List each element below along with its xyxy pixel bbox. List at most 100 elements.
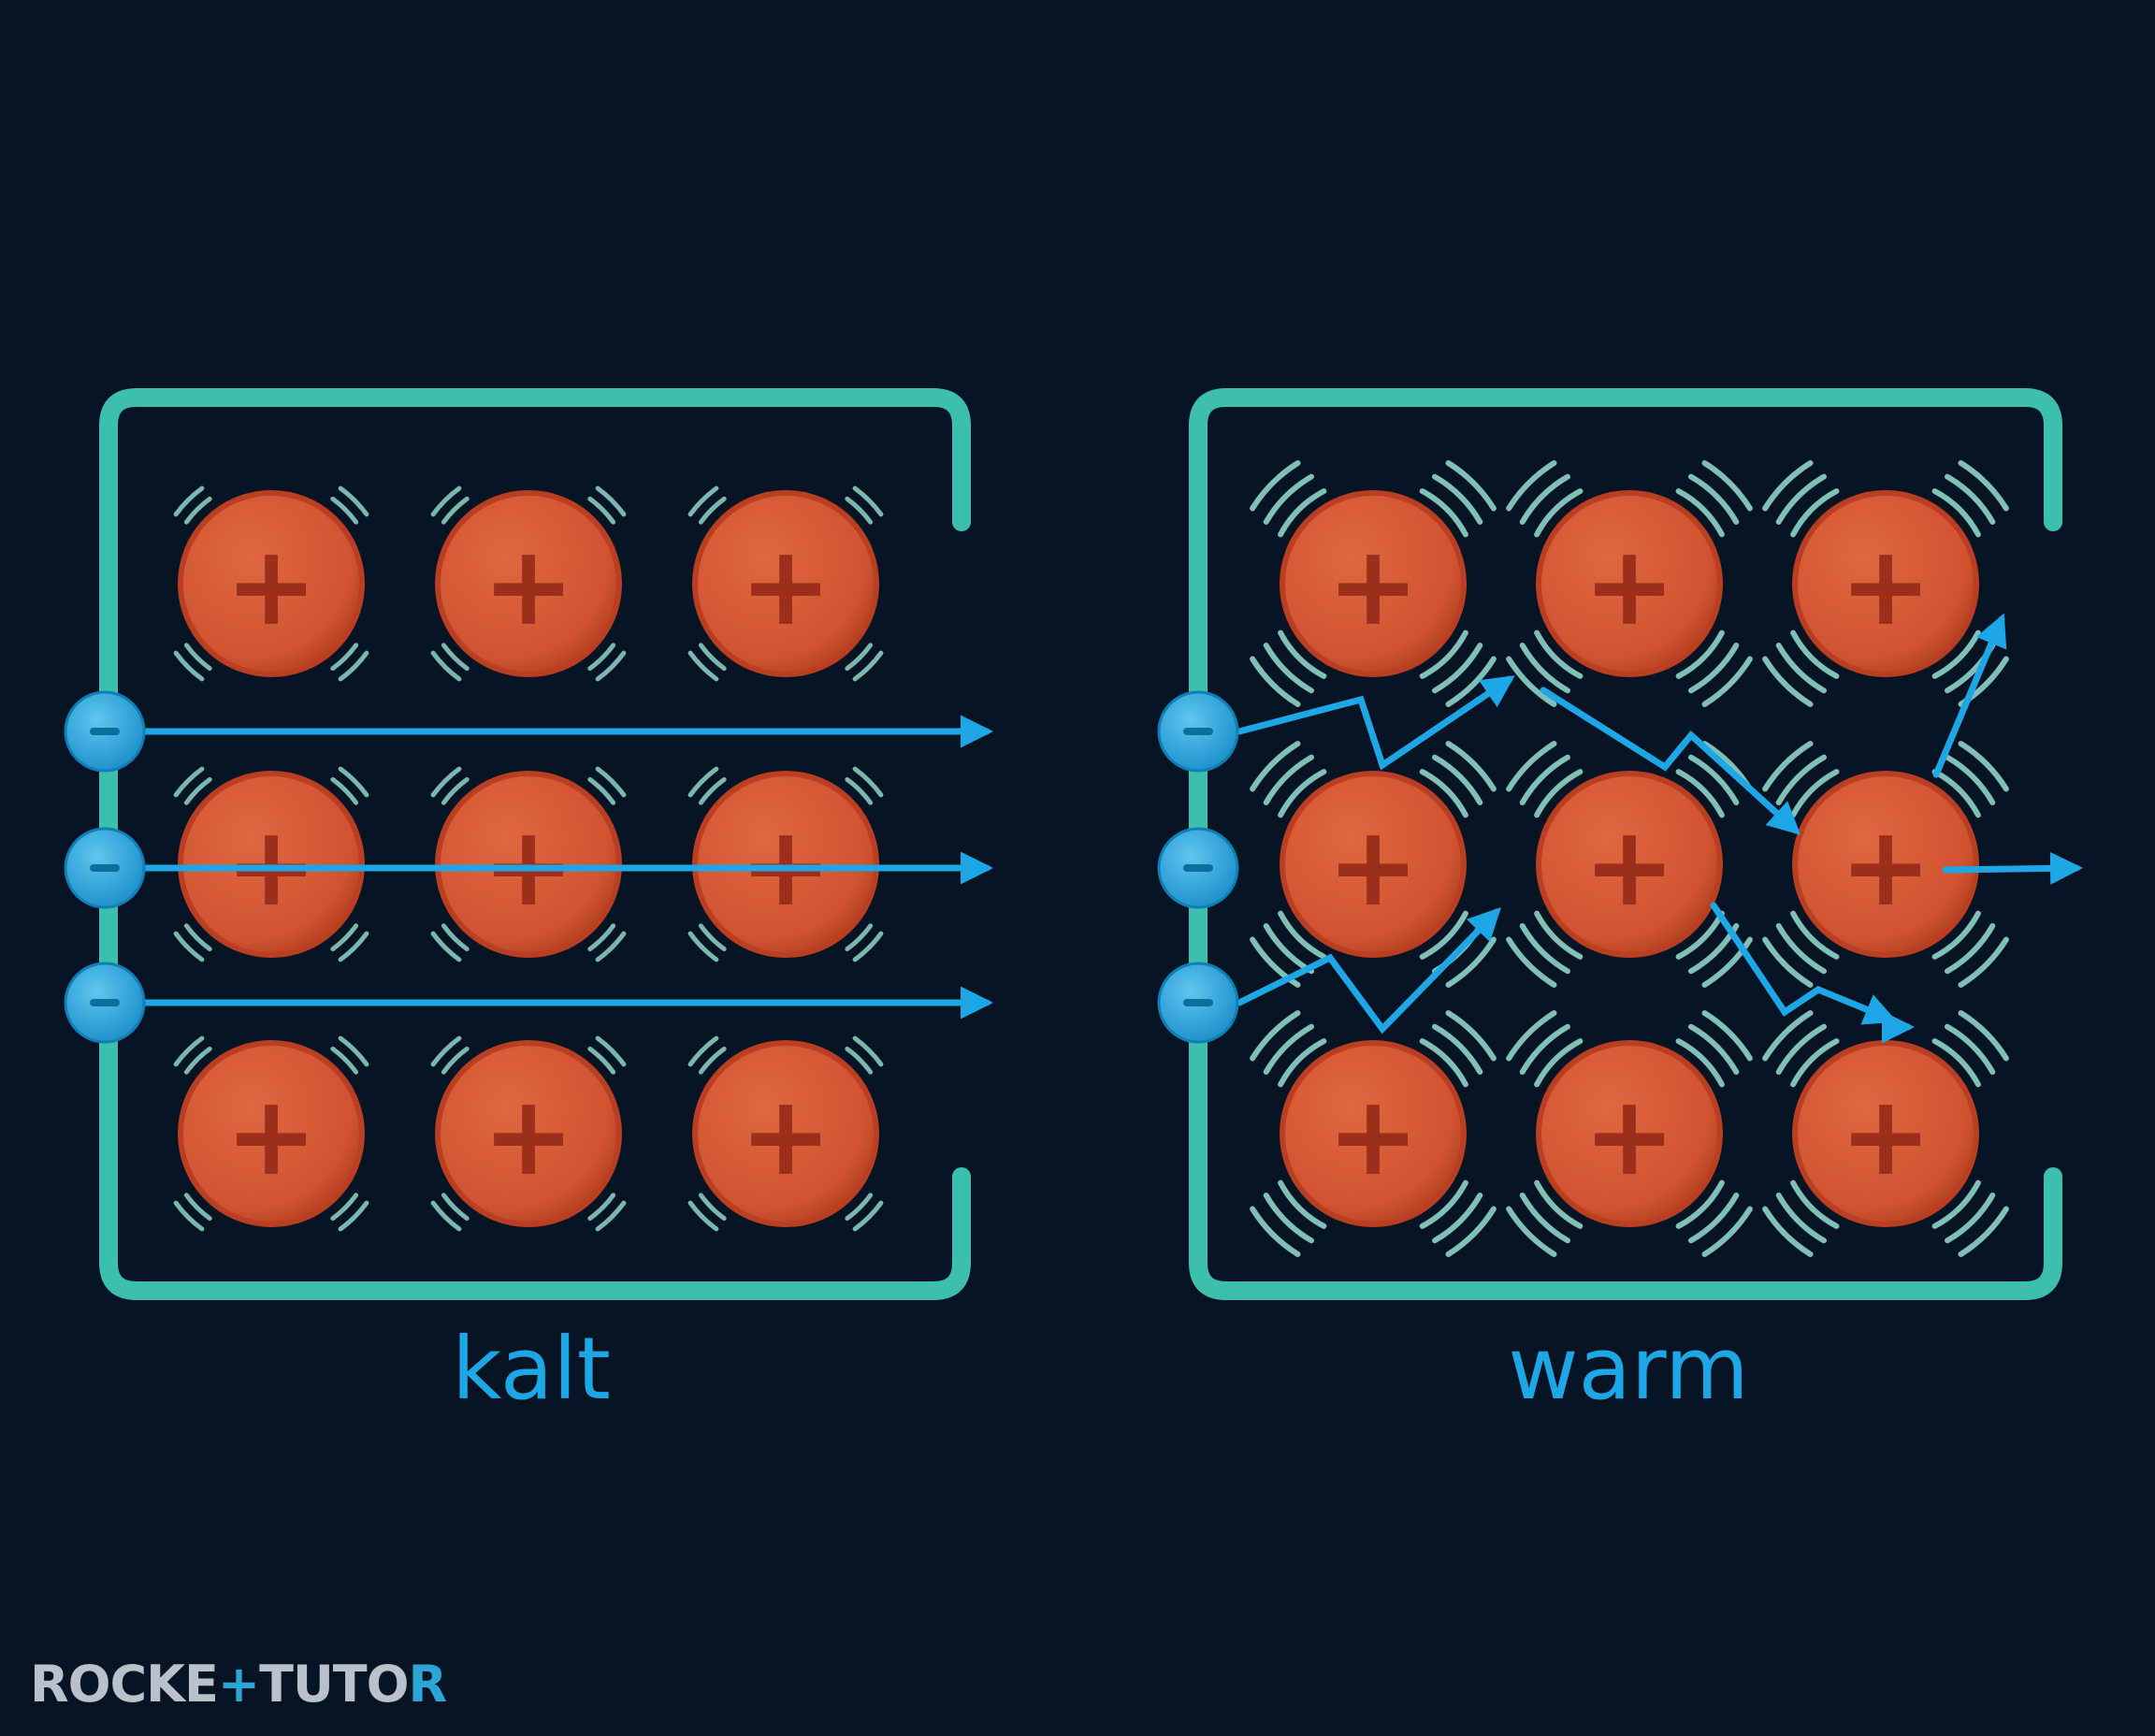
vibration-arc [1278,910,1327,960]
vibration-arc [1931,629,1981,679]
vibration-arc [430,1200,462,1232]
ion-cold-0-2: + [692,490,879,677]
vibration-arc [1419,1038,1468,1088]
vibration-arc [330,776,359,805]
vibration-arc [1263,754,1314,805]
vibration-arc [1958,936,2009,988]
vibration-warm-2-0 [1250,1010,1497,1257]
vibration-arc [1419,910,1468,960]
vibration-arc [183,1046,212,1075]
vibration-arc [330,1046,359,1075]
electron-cold-1 [64,827,146,909]
vibration-warm-0-2 [1762,460,2009,707]
electron-warm-2 [1157,962,1239,1044]
vibration-arc [698,643,727,672]
vibration-arc [1506,1010,1557,1062]
vibration-arc [1534,629,1584,679]
vibration-arc [1419,629,1468,679]
vibration-arc [1775,473,1827,525]
vibration-arc [430,931,462,962]
vibration-arc [1688,1193,1740,1244]
vibration-arc [687,1200,719,1232]
vibration-arc [430,485,462,517]
vibration-cold-1-2 [687,766,884,962]
ion-warm-1-2: + [1792,771,1979,958]
vibration-arc [1445,741,1497,792]
vibration-arc [1506,1206,1557,1257]
vibration-arc [698,496,727,525]
vibration-arc [852,485,884,517]
electron-warm-1 [1157,827,1239,909]
vibration-arc [183,496,212,525]
ion-body [692,1040,879,1227]
vibration-arc [845,496,874,525]
vibration-arc [1675,1179,1725,1229]
vibration-arc [587,1046,616,1075]
vibration-arc [687,1035,719,1067]
vibration-arc [1675,1038,1725,1088]
ion-body [1280,490,1467,677]
vibration-arc [1790,910,1840,960]
plus-sign-icon: + [1327,1071,1420,1200]
vibration-arc [1445,656,1497,707]
vibration-arc [1278,488,1327,538]
electron-path-warm-0c [1932,613,2007,778]
vibration-arc [338,650,369,682]
vibration-arc [852,1200,884,1232]
vibration-arc [1945,754,1996,805]
vibration-arc [1775,754,1827,805]
plus-sign-icon: + [225,1071,318,1200]
vibration-arc [330,643,359,672]
vibration-arc [698,1046,727,1075]
vibration-arc [430,766,462,798]
plus-sign-icon: + [1327,521,1420,650]
vibration-arc [698,923,727,952]
vibration-arc [1701,656,1753,707]
vibration-arc [1278,1038,1327,1088]
ion-warm-0-1: + [1536,490,1723,677]
vibration-arc [587,1193,616,1222]
vibration-warm-2-1 [1506,1010,1753,1257]
vibration-arc [595,485,627,517]
vibration-arc [173,1200,205,1232]
vibration-arc [1519,1193,1570,1244]
vibration-arc [1445,1010,1497,1062]
vibration-arc [1688,643,1740,694]
ion-body [435,490,622,677]
ion-cold-1-0: + [178,771,365,958]
vibration-arc [1775,923,1827,975]
vibration-arc [1931,1179,1981,1229]
plus-sign-icon: + [740,521,832,650]
vibration-arc [1278,769,1327,818]
vibration-arc [852,650,884,682]
electron-path-warm-0b [1540,687,1801,835]
vibration-arc [1958,1010,2009,1062]
vibration-arc [1701,1206,1753,1257]
vibration-arc [183,1193,212,1222]
vibration-arc [1419,769,1468,818]
vibration-arc [687,485,719,517]
vibration-arc [1775,643,1827,694]
vibration-warm-1-2 [1762,741,2009,988]
minus-sign-icon [90,864,120,872]
vibration-arc [1790,488,1840,538]
ion-cold-0-0: + [178,490,365,677]
vibration-arc [1775,1193,1827,1244]
vibration-arc [1945,1023,1996,1075]
vibration-arc [1945,473,1996,525]
vibration-arc [1958,741,2009,792]
vibration-arc [845,923,874,952]
vibration-arc [1250,1206,1301,1257]
vibration-arc [1790,1179,1840,1229]
vibration-arc [1445,460,1497,512]
ion-cold-2-1: + [435,1040,622,1227]
vibration-arc [1701,936,1753,988]
vibration-arc [441,1193,470,1222]
vibration-arc [1534,1038,1584,1088]
ion-body [1280,771,1467,958]
vibration-arc [1762,1010,1814,1062]
plus-sign-icon: + [483,521,575,650]
vibration-arc [1506,460,1557,512]
vibration-arc [595,1035,627,1067]
